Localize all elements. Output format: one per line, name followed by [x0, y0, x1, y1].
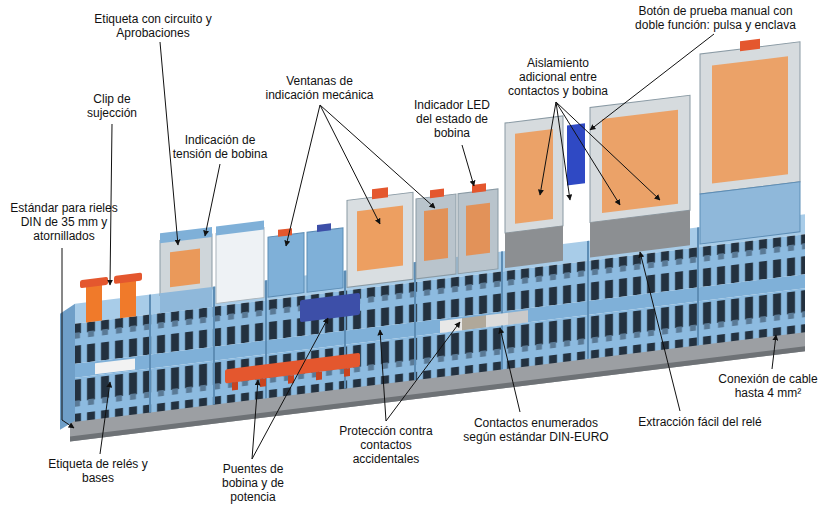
blue-bridge — [300, 293, 360, 322]
relay-socket — [160, 287, 212, 313]
test-button — [372, 187, 388, 199]
relay-cap — [160, 227, 212, 243]
leader-line — [386, 322, 460, 421]
separator — [414, 262, 416, 380]
separator — [697, 227, 699, 345]
relay-housing — [700, 42, 800, 194]
relay-housing — [505, 116, 563, 233]
ejector-lever — [567, 123, 585, 185]
callout-label: Ventanas de indicación mecánica — [262, 74, 377, 102]
interface-module — [307, 228, 343, 292]
leader-line — [320, 105, 380, 224]
number-tag — [486, 313, 508, 328]
bridge-tooth — [260, 378, 266, 387]
separator — [149, 295, 151, 413]
relay-interior — [712, 56, 788, 183]
callout-label: Clip de sujección — [82, 92, 142, 120]
leader-line — [380, 330, 386, 421]
interface-module — [268, 233, 304, 297]
retaining-clip — [120, 278, 136, 318]
leader-line — [640, 252, 680, 411]
callout-label: Puentes de bobina y de potencia — [218, 462, 288, 504]
bridge-tooth — [232, 382, 238, 391]
orange-bridge — [225, 353, 360, 384]
relay-housing — [590, 95, 690, 222]
leader-line — [252, 380, 258, 459]
number-tag — [462, 315, 486, 330]
indicator-tab — [317, 223, 331, 232]
callout-label: Aislamiento adicional entre contactos y … — [504, 56, 612, 98]
leader-line — [62, 248, 74, 428]
number-tag — [440, 318, 462, 333]
relay-housing — [160, 234, 212, 295]
test-button — [740, 39, 760, 51]
leader-line — [556, 102, 570, 200]
leader-line — [540, 102, 556, 195]
leader-line — [500, 328, 520, 412]
relay-interior — [424, 208, 448, 261]
relay-socket — [700, 182, 800, 244]
separator — [213, 287, 215, 405]
separator — [587, 241, 589, 359]
relay-interior — [602, 110, 678, 213]
bridge-tooth — [316, 371, 322, 380]
callout-label: Botón de prueba manual con doble función… — [628, 4, 803, 32]
relay-housing — [416, 194, 456, 279]
bridge-tooth — [344, 368, 350, 377]
callout-label: Extracción fácil del relé — [615, 415, 785, 429]
relay-housing — [216, 228, 264, 304]
callout-label: Estándar para rieles DIN de 35 mm y ator… — [4, 201, 124, 243]
clip-top — [80, 277, 108, 288]
relay-label-tag — [95, 358, 135, 374]
relay-housing — [458, 189, 498, 274]
relay-interior — [515, 129, 553, 224]
callout-label: Conexión de cable hasta 4 mm² — [712, 372, 824, 400]
leader-line — [205, 164, 220, 236]
relay-base — [590, 210, 690, 257]
callout-label: Etiqueta de relés y bases — [48, 457, 148, 485]
leader-line — [100, 382, 110, 454]
callout-label: Indicación de tensión de bobina — [170, 133, 270, 161]
leader-line — [556, 102, 660, 200]
relay-base — [505, 226, 563, 268]
test-button — [430, 188, 444, 198]
leader-line — [160, 42, 178, 245]
callout-label: Contactos enumerados según estándar DIN-… — [460, 416, 612, 444]
relay-interior — [357, 206, 403, 272]
leader-line — [286, 105, 320, 246]
separator — [501, 251, 503, 369]
clip-top — [114, 273, 142, 284]
callout-label: Etiqueta con circuito y Aprobaciones — [83, 12, 223, 40]
leader-line — [462, 145, 474, 186]
relay-interior — [170, 248, 200, 287]
callout-label: Protección contra contactos accidentales — [332, 424, 440, 466]
number-tag — [508, 310, 528, 324]
leader-line — [590, 34, 714, 130]
retaining-clip — [86, 282, 102, 322]
relay-assembly — [60, 33, 805, 442]
leader-line — [772, 335, 776, 369]
relay-interior — [466, 203, 490, 256]
leader-lines — [62, 34, 776, 459]
relay-cap — [216, 221, 264, 236]
leader-line — [252, 318, 328, 459]
callout-label: Indicador LED del estado de bobina — [410, 98, 494, 140]
relay-housing — [347, 192, 413, 287]
